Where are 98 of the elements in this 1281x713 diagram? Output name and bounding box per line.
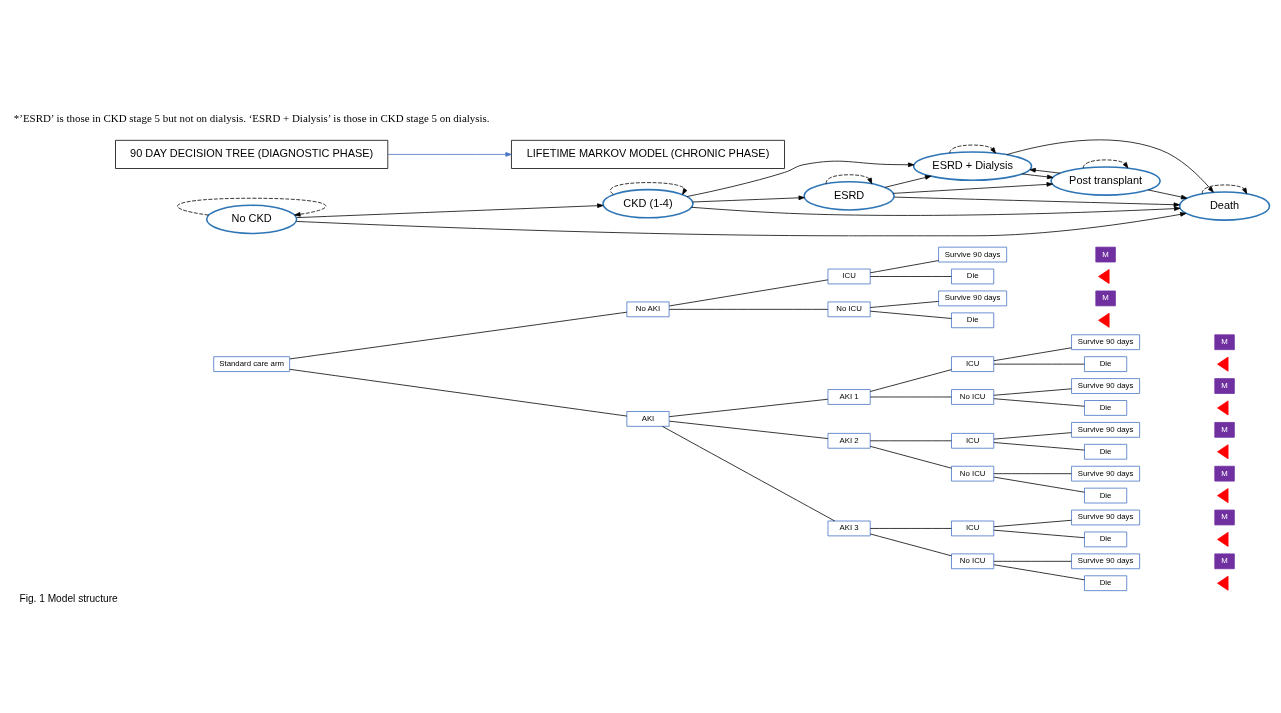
connector: [669, 279, 829, 307]
connector: [869, 310, 952, 319]
node-box: ICU: [951, 433, 995, 449]
connector: [993, 473, 1072, 475]
arrow: [893, 182, 1053, 194]
connector: [669, 308, 829, 310]
node-box: Standard care arm: [213, 356, 290, 372]
node-box: M: [1214, 553, 1235, 570]
node-box: M: [1214, 378, 1235, 394]
node-box: Die: [1084, 400, 1128, 416]
node-box: No ICU: [951, 553, 995, 570]
node-box: Die: [1084, 531, 1128, 548]
label: *’ESRD’ is those in CKD stage 5 but not on dialysis. ‘ESRD + Dialysis’ is those in CKD stage 5 on dialysis.: [13, 112, 490, 125]
connector: [993, 564, 1085, 581]
node-box: AKI 2: [827, 433, 871, 449]
node-box: AKI: [626, 411, 670, 427]
node-ellipse: No CKD: [205, 204, 298, 235]
caption: Fig. 1 Model structure: [19, 592, 118, 604]
node-triangle: [1217, 400, 1229, 416]
connector: [993, 529, 1085, 539]
node-box: M: [1214, 422, 1235, 438]
node-box: ICU: [951, 520, 995, 537]
arrow: [686, 160, 915, 197]
connector: [993, 388, 1072, 396]
arrow: [825, 174, 873, 185]
node-box: Die: [1084, 487, 1128, 504]
node-box: M: [1214, 509, 1235, 526]
arrow: [1147, 189, 1188, 200]
node-box: Die: [951, 268, 995, 285]
node-triangle: [1217, 488, 1229, 503]
node-box: No AKI: [626, 301, 670, 318]
arrow: [610, 182, 688, 195]
node-box: Survive 90 days: [1071, 334, 1141, 351]
connector: [662, 426, 836, 522]
connector: [869, 301, 939, 308]
node-triangle: [1217, 575, 1229, 591]
arrow: [1006, 139, 1214, 193]
connector: [289, 368, 628, 417]
node-box: Survive 90 days: [1071, 465, 1141, 482]
node-box: No ICU: [827, 301, 871, 318]
connector: [993, 519, 1072, 528]
node-box: LIFETIME MARKOV MODEL (CHRONIC PHASE): [511, 139, 785, 169]
connector: [993, 347, 1072, 362]
arrow: [387, 152, 512, 157]
node-box: M: [1214, 465, 1235, 482]
connector: [869, 445, 952, 469]
node-box: Survive 90 days: [1071, 553, 1141, 570]
connector: [869, 260, 939, 274]
arrow: [1082, 159, 1129, 169]
connector: [993, 442, 1085, 451]
arrow: [296, 203, 604, 218]
node-box: Survive 90 days: [1071, 509, 1141, 526]
connector: [993, 432, 1072, 440]
node-box: Survive 90 days: [1071, 378, 1141, 394]
node-box: Survive 90 days: [1071, 422, 1141, 438]
connector: [289, 311, 628, 360]
arrow: [691, 206, 1181, 216]
connector: [869, 528, 952, 529]
node-box: Die: [1084, 443, 1128, 460]
connector: [669, 420, 829, 439]
node-box: AKI 1: [827, 389, 871, 405]
arrow: [949, 144, 996, 154]
arrow: [1029, 167, 1061, 174]
connector: [869, 533, 952, 557]
arrow: [884, 175, 932, 188]
node-triangle: [1217, 444, 1229, 460]
node-box: Survive 90 days: [938, 290, 1008, 307]
arrow: [1201, 184, 1248, 195]
node-triangle: [1098, 312, 1110, 328]
connector: [993, 560, 1072, 562]
node-box: Die: [951, 312, 995, 329]
arrow: [296, 212, 1187, 237]
node-box: Die: [1084, 575, 1128, 592]
node-triangle: [1098, 269, 1110, 284]
node-ellipse: ESRD: [803, 181, 895, 211]
connector: [869, 369, 952, 392]
node-box: AKI 3: [827, 520, 871, 537]
arrow: [1021, 173, 1054, 180]
connector: [669, 398, 829, 418]
node-triangle: [1217, 531, 1229, 547]
node-box: M: [1214, 334, 1235, 351]
node-ellipse: Post transplant: [1050, 166, 1161, 196]
connector: [993, 476, 1085, 493]
arrow: [177, 197, 327, 217]
node-box: Survive 90 days: [938, 246, 1008, 263]
node-box: ICU: [951, 356, 995, 372]
node-box: Die: [1084, 356, 1128, 372]
node-box: No ICU: [951, 465, 995, 482]
arrow: [893, 196, 1180, 207]
node-box: M: [1095, 290, 1116, 307]
node-box: No ICU: [951, 389, 995, 405]
connector: [993, 398, 1085, 407]
arrow: [692, 195, 805, 203]
node-box: ICU: [827, 268, 871, 285]
node-box: M: [1095, 246, 1116, 263]
connector: [869, 276, 952, 277]
node-box: 90 DAY DECISION TREE (DIAGNOSTIC PHASE): [115, 139, 389, 169]
node-triangle: [1217, 356, 1229, 372]
